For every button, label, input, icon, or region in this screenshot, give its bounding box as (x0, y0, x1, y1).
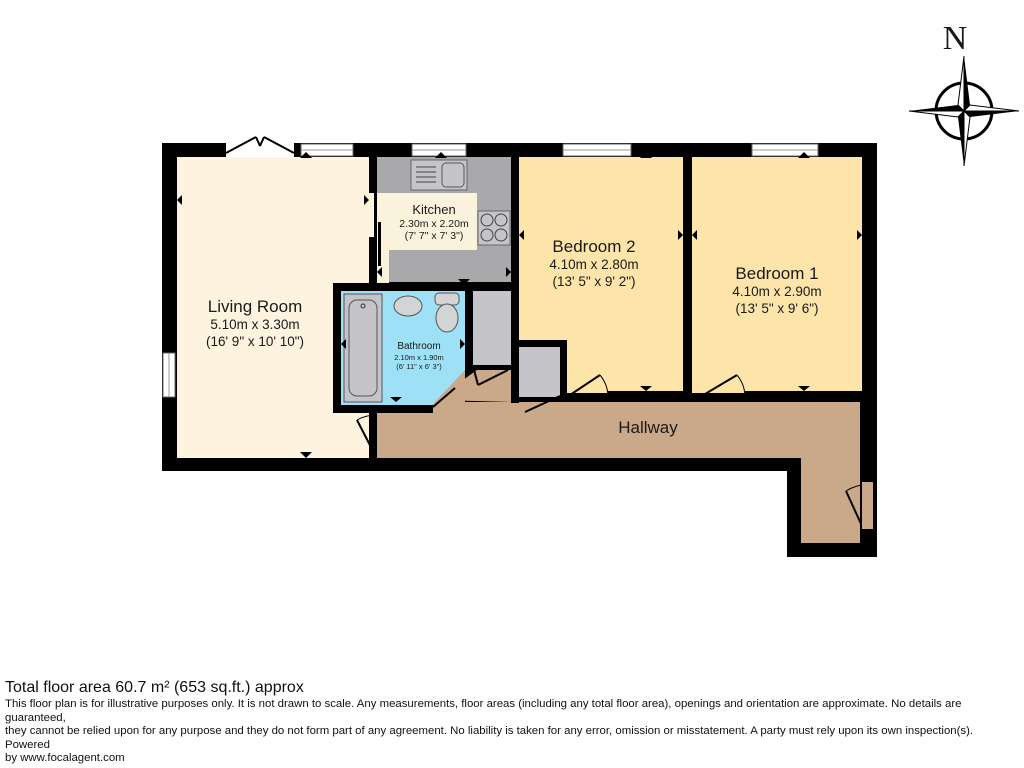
doors (356, 365, 874, 527)
disclaimer-line-1: This floor plan is for illustrative purp… (5, 698, 962, 724)
room-dim-metric: 2.10m x 1.90m (394, 353, 444, 362)
room-name: Kitchen (412, 202, 456, 217)
disclaimer-line-2: they cannot be relied upon for any purpo… (5, 725, 974, 751)
measurement-markers (177, 152, 862, 458)
interior-walls (333, 143, 862, 458)
room-name: Living Room (207, 297, 303, 316)
room-name: Bathroom (397, 341, 441, 352)
room-dim-imperial: (7' 7" x 7' 3") (404, 230, 464, 243)
north-label: N (942, 20, 968, 57)
room-dim-imperial: (13' 5" x 9' 2") (552, 273, 636, 289)
room-name: Bedroom 2 (552, 237, 636, 256)
disclaimer: This floor plan is for illustrative purp… (5, 698, 1021, 766)
kitchen-label: Kitchen 2.30m x 2.20m (7' 7" x 7' 3") (390, 202, 478, 243)
room-dim-metric: 2.30m x 2.20m (399, 217, 469, 230)
hallway-label: Hallway (598, 418, 698, 438)
total-floor-area: Total floor area 60.7 m² (653 sq.ft.) ap… (5, 679, 304, 696)
storage-cupboard-2 (519, 347, 560, 397)
toilet (435, 303, 459, 333)
bedroom-2-label: Bedroom 2 4.10m x 2.80m (13' 5" x 9' 2") (530, 237, 658, 290)
hallway-floor (377, 402, 860, 543)
room-dim-metric: 4.10m x 2.90m (732, 284, 822, 300)
room-dim-metric: 4.10m x 2.80m (549, 257, 639, 273)
living-room-label: Living Room 5.10m x 3.30m (16' 9" x 10' … (180, 297, 330, 350)
floor-plan (162, 55, 1020, 557)
kitchen-floor (377, 193, 477, 285)
bedroom-1-label: Bedroom 1 4.10m x 2.90m (13' 5" x 9' 6") (712, 264, 842, 317)
storage-cupboard-1 (473, 291, 511, 365)
bathroom-sink (393, 295, 423, 317)
footer: Total floor area 60.7 m² (653 sq.ft.) ap… (5, 678, 1021, 766)
room-dim-imperial: (13' 5" x 9' 6") (735, 300, 819, 316)
room-dim-metric: 5.10m x 3.30m (210, 317, 300, 333)
room-name: Hallway (618, 418, 678, 437)
bedroom-1-floor (692, 157, 862, 393)
room-dim-imperial: (16' 9" x 10' 10") (205, 333, 305, 349)
disclaimer-line-3: by www.focalagent.com (5, 752, 125, 764)
room-name: Bedroom 1 (735, 264, 819, 283)
room-dim-imperial: (6' 11" x 6' 3") (396, 362, 442, 371)
compass: N (905, 22, 1005, 172)
french-doors (225, 136, 295, 154)
bathroom-label: Bathroom 2.10m x 1.90m (6' 11" x 6' 3") (383, 341, 455, 371)
compass-rose-icon (908, 55, 1020, 167)
